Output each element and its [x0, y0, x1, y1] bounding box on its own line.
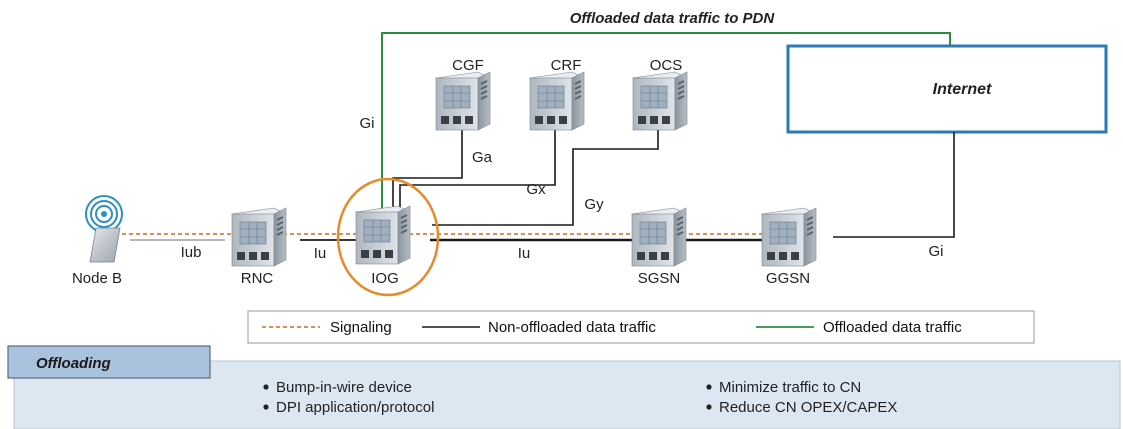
gi-right-label: Gi	[929, 243, 944, 260]
node-b-label: Node B	[72, 270, 122, 287]
gy-line	[432, 125, 659, 226]
ocs-server-icon	[632, 71, 688, 131]
gy-label: Gy	[584, 196, 604, 213]
offloading-tab	[7, 345, 211, 379]
gx-line	[399, 125, 556, 215]
node-b-icon	[85, 195, 123, 263]
offloading-panel: Offloading Bump-in-wire device DPI appli…	[7, 345, 1121, 429]
internet-box	[786, 44, 1108, 134]
iog-label: IOG	[371, 270, 399, 287]
cgf-server-icon	[435, 71, 491, 131]
sgsn-server-icon	[631, 207, 687, 267]
cgf-label: CGF	[452, 57, 484, 74]
legend: Signaling Non-offloaded data traffic Off…	[247, 310, 1035, 344]
rnc-label: RNC	[241, 270, 274, 287]
legend-offloaded-label: Offloaded data traffic	[823, 319, 962, 336]
iu-left-label: Iu	[314, 245, 327, 262]
ga-line	[392, 125, 463, 215]
crf-label: CRF	[551, 57, 582, 74]
ggsn-internet-line	[833, 132, 955, 238]
ga-label: Ga	[472, 149, 493, 166]
rnc-server-icon	[231, 207, 287, 267]
offloading-tab-label: Offloading	[36, 355, 111, 372]
legend-signaling-label: Signaling	[330, 319, 392, 336]
ggsn-server-icon	[761, 207, 817, 267]
gi-left-label: Gi	[360, 115, 375, 132]
ocs-label: OCS	[650, 57, 683, 74]
bullet-left-1: Bump-in-wire device	[276, 379, 412, 396]
sgsn-label: SGSN	[638, 270, 681, 287]
legend-non-offloaded-label: Non-offloaded data traffic	[488, 319, 656, 336]
iub-label: Iub	[181, 244, 202, 261]
ggsn-label: GGSN	[766, 270, 810, 287]
bullet-dot	[706, 404, 712, 410]
iog-server-icon	[355, 205, 411, 265]
crf-server-icon	[529, 71, 585, 131]
bullet-right-2: Reduce CN OPEX/CAPEX	[719, 399, 897, 416]
bullet-dot	[706, 384, 712, 390]
bullet-left-2: DPI application/protocol	[276, 399, 434, 416]
gx-label: Gx	[526, 181, 546, 198]
bullet-right-1: Minimize traffic to CN	[719, 379, 861, 396]
iog-highlight-ellipse	[336, 177, 440, 297]
bullet-dot	[263, 404, 269, 410]
offloaded-path-line	[381, 32, 951, 215]
bullet-dot	[263, 384, 269, 390]
internet-label: Internet	[933, 81, 992, 98]
diagram-title: Offloaded data traffic to PDN	[570, 10, 776, 27]
iu-right-label: Iu	[518, 245, 531, 262]
